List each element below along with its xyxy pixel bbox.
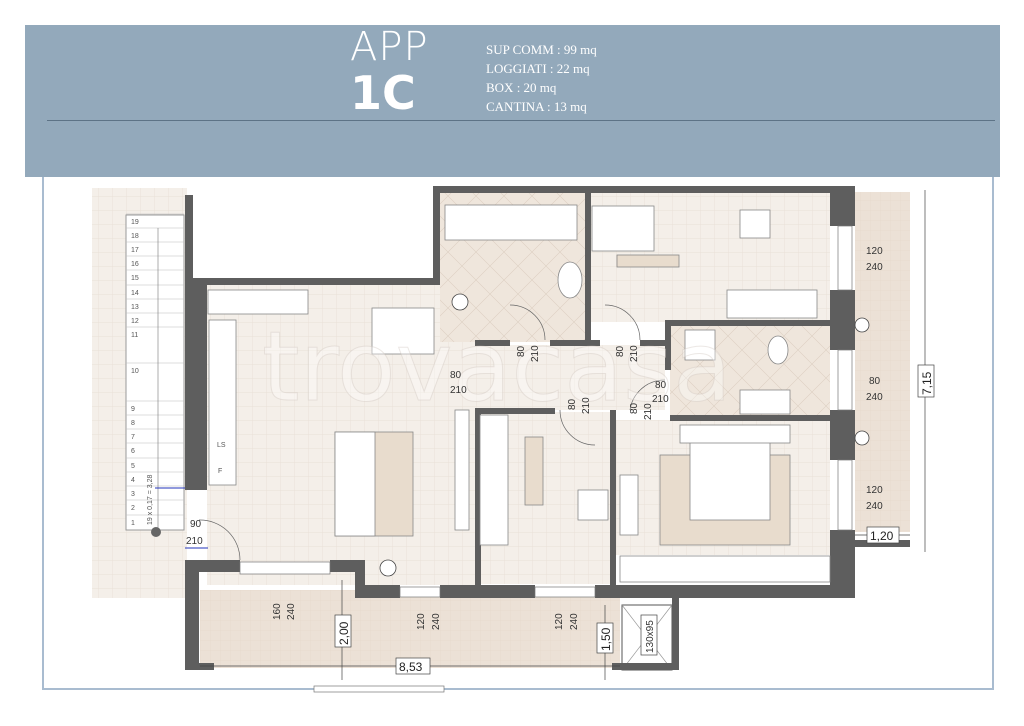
fridge-label: F — [218, 468, 222, 475]
stair-step-number: 1 — [131, 520, 135, 527]
window-height: 240 — [569, 613, 580, 630]
window-height: 240 — [286, 603, 297, 620]
door-width: 80 — [567, 398, 578, 410]
window-right-1 — [837, 225, 853, 291]
stair-step-number: 2 — [131, 505, 135, 512]
stair-step-number: 13 — [131, 304, 139, 311]
stair-step-number: 5 — [131, 463, 135, 470]
window-bottom-2 — [399, 586, 441, 598]
door-height: 210 — [652, 394, 669, 405]
bottom-loggia-length: 8,53 — [399, 660, 423, 674]
header-divider — [47, 120, 995, 121]
plant-icon — [379, 559, 397, 577]
door-height: 210 — [643, 403, 654, 420]
door-width: 80 — [450, 370, 462, 381]
stair-step-number: 14 — [131, 290, 139, 297]
railing — [313, 685, 445, 693]
staircase — [125, 214, 185, 531]
window-height: 240 — [866, 501, 883, 512]
right-loggia-length: 7,15 — [920, 371, 934, 395]
apartment-label: APP — [350, 24, 429, 70]
plan-frame — [42, 177, 994, 690]
door-width: 80 — [516, 345, 527, 357]
furniture — [207, 204, 831, 583]
stair-step-number: 15 — [131, 275, 139, 282]
walls — [185, 186, 910, 670]
plant-icon — [451, 293, 469, 311]
storage-size: 130x95 — [645, 620, 656, 653]
window-width: 120 — [866, 246, 883, 257]
bottom-loggia-side: 1,50 — [599, 627, 613, 651]
dishwasher-label: LS — [217, 442, 226, 449]
plant-icon — [854, 430, 870, 446]
window-right-3 — [837, 459, 853, 531]
window-right-2 — [837, 349, 853, 411]
door-height: 210 — [450, 385, 467, 396]
stair-step-number: 3 — [131, 491, 135, 498]
window-width: 120 — [416, 613, 427, 630]
stair-step-number: 8 — [131, 420, 135, 427]
window-width: 160 — [272, 603, 283, 620]
window-bottom-3 — [534, 586, 596, 598]
spec-box: BOX : 20 mq — [486, 80, 557, 95]
stair-step-number: 12 — [131, 318, 139, 325]
stair-start-marker — [151, 527, 161, 537]
bottom-loggia-depth: 2,00 — [337, 621, 351, 645]
door-width: 80 — [655, 380, 667, 391]
door-height: 210 — [530, 345, 541, 362]
plant-icon — [854, 317, 870, 333]
stair-step-number: 9 — [131, 406, 135, 413]
entrance-door-width: 90 — [190, 519, 202, 530]
spec-loggiati: LOGGIATI : 22 mq — [486, 61, 590, 76]
right-loggia-depth: 1,20 — [870, 529, 894, 543]
stair-step-number: 11 — [131, 332, 138, 339]
stair-step-number: 19 — [131, 219, 139, 226]
stair-step-number: 16 — [131, 261, 139, 268]
door-height: 210 — [581, 397, 592, 414]
right-loggia — [855, 192, 910, 532]
stair-step-number: 6 — [131, 448, 135, 455]
stair-step-number: 4 — [131, 477, 135, 484]
door-width: 80 — [615, 345, 626, 357]
window-width: 120 — [554, 613, 565, 630]
door-width: 80 — [629, 402, 640, 414]
surface-specs: SUP COMM : 99 mq LOGGIATI : 22 mq BOX : … — [486, 40, 597, 116]
window-height: 240 — [866, 392, 883, 403]
apartment-code: 1C — [350, 66, 416, 120]
door-swings — [198, 304, 666, 561]
spec-sup-comm: SUP COMM : 99 mq — [486, 42, 597, 57]
window-height: 240 — [866, 262, 883, 273]
stair-step-number: 7 — [131, 434, 135, 441]
stair-step-number: 10 — [131, 368, 139, 375]
stair-formula: 19 x 0,17 = 3,28 — [147, 474, 154, 525]
spec-cantina: CANTINA : 13 mq — [486, 99, 587, 114]
door-height: 210 — [629, 345, 640, 362]
window-width: 120 — [866, 485, 883, 496]
window-height: 240 — [431, 613, 442, 630]
watermark: trovacasa — [262, 311, 732, 423]
stair-step-number: 17 — [131, 247, 139, 254]
stair-step-number: 18 — [131, 233, 139, 240]
window-bottom-1 — [239, 561, 331, 575]
entrance-door-height: 210 — [186, 536, 203, 547]
header-band — [25, 25, 1000, 177]
window-width: 80 — [869, 376, 881, 387]
bottom-loggia — [200, 590, 620, 668]
